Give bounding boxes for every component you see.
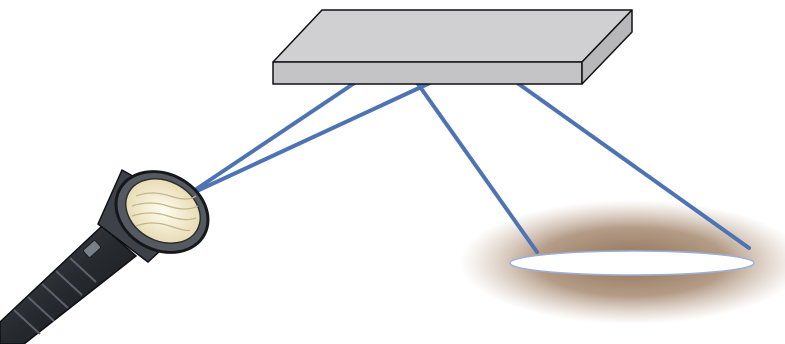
ray-reflected-left (416, 82, 539, 254)
slab-front-face (272, 61, 583, 85)
flashlight-switch (83, 240, 101, 258)
flashlight-grip (13, 257, 97, 335)
ray-reflected-right (514, 80, 751, 250)
light-rays (184, 80, 751, 254)
ray-incident-left (184, 80, 358, 198)
flashlight-body (0, 224, 138, 344)
flashlight-lens (125, 178, 201, 244)
spot-ellipse (509, 250, 755, 276)
ray-incident-right (184, 80, 434, 198)
flashlight (0, 168, 210, 344)
slab (272, 9, 633, 85)
slab-side-face (581, 9, 633, 85)
slab-top-face (272, 9, 633, 63)
lens-texture (131, 192, 199, 232)
illuminated-spot (460, 200, 785, 324)
